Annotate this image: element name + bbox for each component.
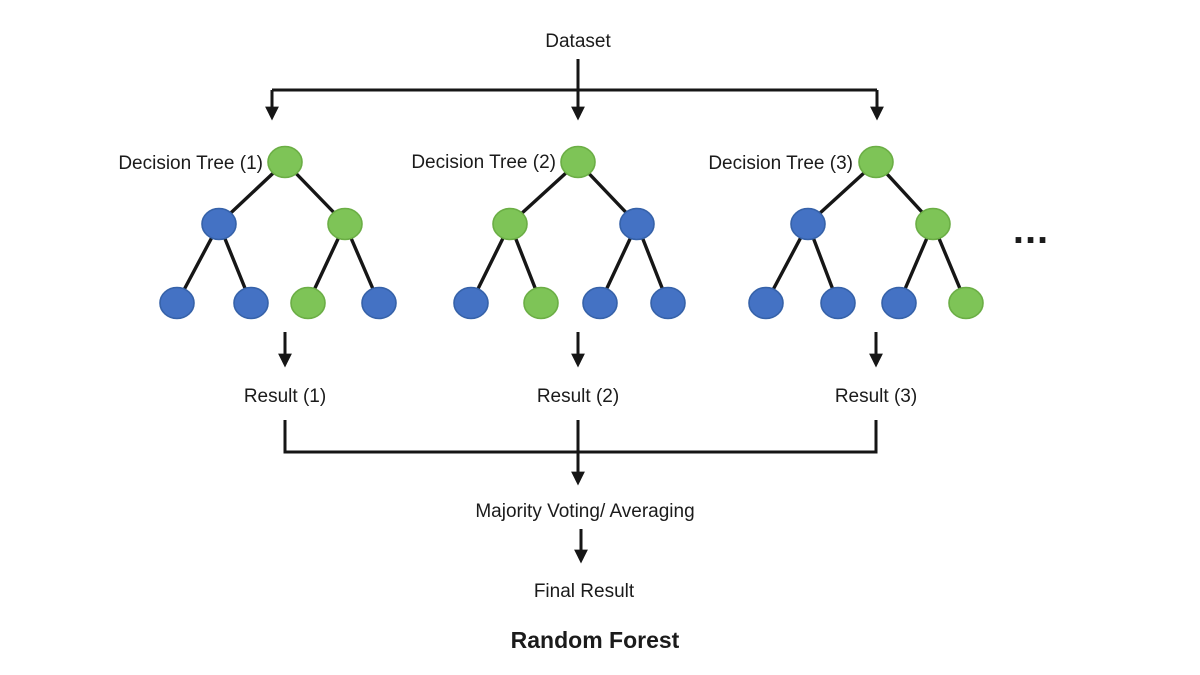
- final-result-label: Final Result: [534, 581, 635, 602]
- aggregation-label: Majority Voting/ Averaging: [475, 501, 694, 522]
- tree-1-root-node: [267, 145, 303, 179]
- diagram-title: Random Forest: [511, 627, 680, 653]
- tree-2-left-node: [492, 207, 528, 241]
- more-trees-ellipsis-icon: ...: [1013, 208, 1049, 252]
- decision-tree-2-label: Decision Tree (2): [411, 152, 556, 173]
- tree-3-left-node: [790, 207, 826, 241]
- decision-tree-1-label: Decision Tree (1): [118, 153, 263, 174]
- tree-3-right-node: [915, 207, 951, 241]
- tree-2-leaf-4: [650, 286, 686, 320]
- tree-2-root-node: [560, 145, 596, 179]
- tree-2-leaf-1: [453, 286, 489, 320]
- tree-1-leaf-3: [290, 286, 326, 320]
- tree-1-leaf-1: [159, 286, 195, 320]
- tree-1-leaf-4: [361, 286, 397, 320]
- decision-tree-3: Decision Tree (3) Result (3): [708, 145, 984, 407]
- result-3-label: Result (3): [835, 386, 917, 407]
- decision-tree-2: Decision Tree (2) Result (2): [411, 145, 686, 407]
- tree-3-leaf-3: [881, 286, 917, 320]
- decision-tree-1: Decision Tree (1) Result (1): [118, 145, 397, 407]
- result-1-label: Result (1): [244, 386, 326, 407]
- tree-3-leaf-2: [820, 286, 856, 320]
- tree-3-root-node: [858, 145, 894, 179]
- decision-tree-3-label: Decision Tree (3): [708, 153, 853, 174]
- tree-1-leaf-2: [233, 286, 269, 320]
- tree-2-leaf-3: [582, 286, 618, 320]
- merge-bracket-line: [283, 420, 878, 454]
- tree-2-edges: [469, 160, 670, 305]
- dataset-label: Dataset: [545, 31, 611, 52]
- result-2-label: Result (2): [537, 386, 619, 407]
- tree-3-leaf-4: [948, 286, 984, 320]
- tree-1-right-node: [327, 207, 363, 241]
- tree-3-leaf-1: [748, 286, 784, 320]
- tree-3-edges: [764, 160, 968, 305]
- tree-1-left-node: [201, 207, 237, 241]
- tree-1-edges: [175, 160, 381, 305]
- tree-2-leaf-2: [523, 286, 559, 320]
- tree-2-right-node: [619, 207, 655, 241]
